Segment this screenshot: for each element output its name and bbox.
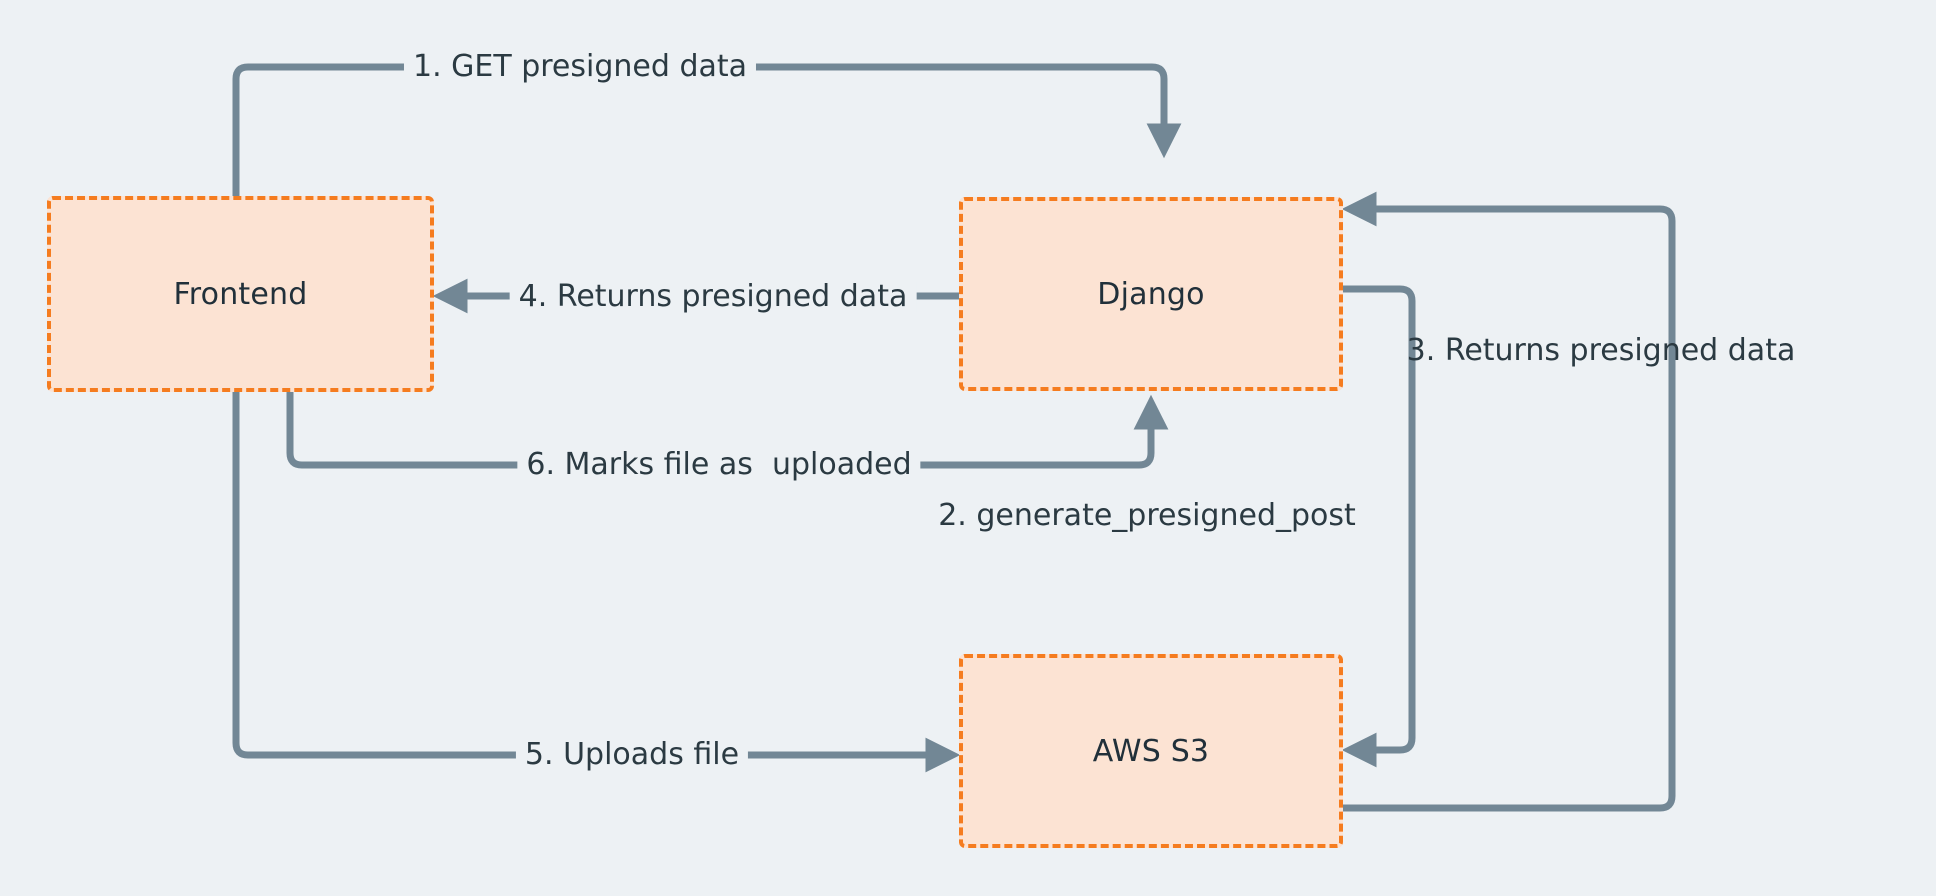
edge-label-6: 6. Marks file as uploaded — [517, 450, 921, 480]
node-django[interactable]: Django — [959, 197, 1343, 391]
node-frontend-label: Frontend — [173, 276, 308, 312]
edge-label-4: 4. Returns presigned data — [509, 282, 917, 312]
node-django-label: Django — [1097, 276, 1205, 312]
node-aws-s3-label: AWS S3 — [1092, 733, 1210, 769]
node-frontend[interactable]: Frontend — [47, 196, 434, 392]
edge-label-5: 5. Uploads file — [515, 740, 749, 770]
edge-label-1: 1. GET presigned data — [403, 52, 757, 82]
edge-1-path — [232, 63, 1182, 200]
edge-2-path — [1339, 285, 1416, 768]
node-aws-s3[interactable]: AWS S3 — [959, 654, 1343, 848]
edge-3-path — [1339, 191, 1676, 812]
edge-label-2: 2. generate_presigned_post — [938, 498, 1356, 533]
edge-label-3: 3. Returns presigned data — [1406, 333, 1796, 368]
edge-5-path — [232, 388, 961, 773]
